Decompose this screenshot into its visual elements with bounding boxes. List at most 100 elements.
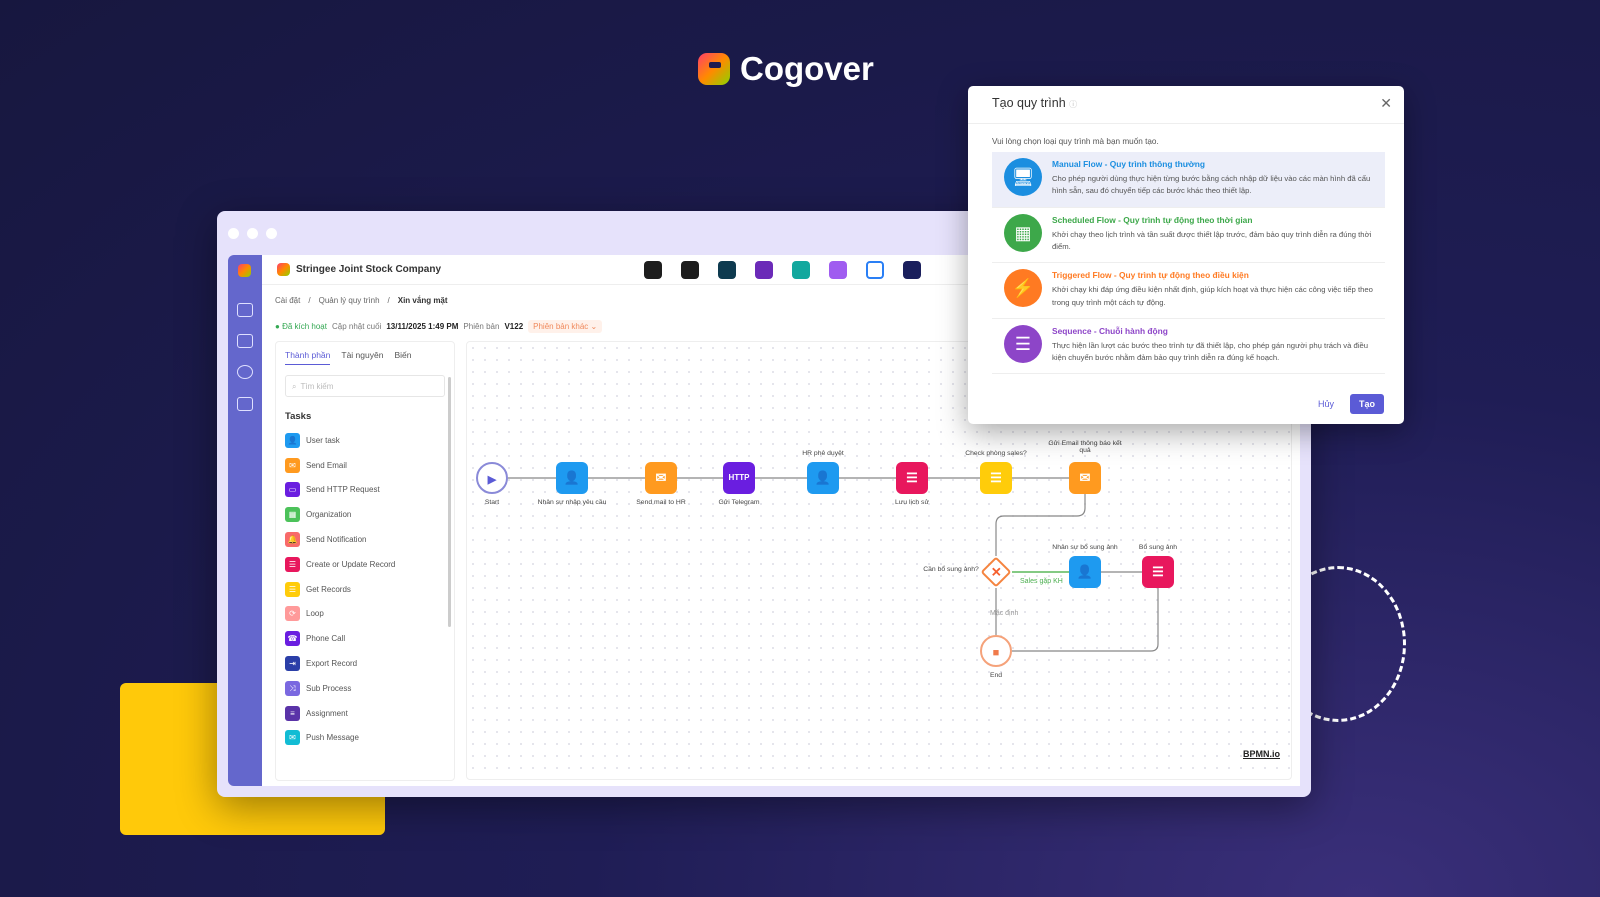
window-dot — [247, 228, 258, 239]
updated-value: 13/11/2025 1:49 PM — [386, 322, 459, 331]
flow-type-icon: ▦ — [1004, 213, 1042, 252]
flow-node-start[interactable]: ▶ — [476, 462, 508, 494]
tab-components[interactable]: Thành phần — [285, 350, 331, 365]
task-label: Create or Update Record — [306, 559, 396, 569]
bpmn-watermark[interactable]: BPMN.io — [1243, 749, 1280, 759]
task-item[interactable]: ⤨Sub Process — [276, 676, 454, 701]
task-icon: ☎ — [285, 631, 300, 647]
updated-label: Cập nhật cuối — [331, 322, 382, 331]
task-label: Loop — [306, 609, 324, 619]
table-icon[interactable] — [237, 397, 253, 411]
status-bar: ● Đã kích hoạt Cập nhật cuối 13/11/2025 … — [275, 320, 603, 333]
task-icon: ⇥ — [285, 656, 300, 672]
task-item[interactable]: ⇥ Export Record — [276, 651, 454, 676]
flow-node-label: Lưu lịch sử — [894, 499, 930, 506]
flow-node-n2[interactable]: ✉ — [645, 462, 677, 494]
flow-node-n8[interactable]: 👤 — [1069, 556, 1101, 588]
option-desc: Khởi chạy theo lịch trình và tần suất đư… — [1052, 229, 1372, 251]
flow-node-n7[interactable]: ✉ — [1069, 462, 1101, 494]
option-desc: Cho phép người dùng thực hiện từng bước … — [1052, 174, 1371, 196]
task-icon: ✉ — [285, 730, 300, 746]
modal-subtitle: Vui lòng chọn loại quy trình mà bạn muốn… — [992, 137, 1159, 146]
task-label: Export Record — [306, 659, 358, 669]
task-item[interactable]: ▭Send HTTP Request — [276, 478, 454, 503]
breadcrumb-item[interactable]: Quản lý quy trình — [318, 296, 380, 305]
task-item[interactable]: ☎ Phone Call — [276, 626, 454, 651]
task-label: User task — [306, 435, 340, 445]
option-desc: Khởi chạy khi đáp ứng điều kiện nhất địn… — [1052, 285, 1373, 307]
flow-type-option[interactable]: ⚡Triggered Flow - Quy trình tự động theo… — [992, 263, 1385, 319]
task-label: Organization — [306, 510, 352, 520]
task-item[interactable]: ✉ Send Email — [276, 453, 454, 478]
create-process-modal: Tạo quy trình ⓘ✕ Vui lòng chọn loại quy … — [968, 86, 1404, 424]
flow-node-n5[interactable]: ☰ — [896, 462, 928, 494]
panel-scrollbar[interactable] — [448, 377, 451, 627]
task-icon: ▦ — [285, 507, 300, 523]
option-title: Scheduled Flow - Quy trình tự động theo … — [1052, 214, 1253, 225]
flow-type-option[interactable]: ▦ Scheduled Flow - Quy trình tự động theo… — [992, 208, 1385, 264]
brand-name: Cogover — [740, 50, 874, 87]
flow-node-label: Gửi Email thông báo kết quả — [1048, 440, 1122, 454]
app-logo-icon — [238, 264, 251, 277]
flow-node-label: HR phê duyệt — [802, 450, 844, 457]
app-1-icon[interactable] — [644, 261, 662, 279]
cancel-button[interactable]: Hủy — [1317, 399, 1334, 409]
form-icon[interactable] — [237, 334, 253, 348]
other-version-dropdown[interactable]: Phiên bản khác ⌄ — [528, 320, 603, 333]
task-item[interactable]: 👤User task — [276, 428, 454, 453]
flow-node-label: Start — [484, 499, 500, 506]
task-label: Phone Call — [306, 634, 346, 644]
share-icon[interactable] — [237, 365, 253, 379]
app-7-icon[interactable] — [866, 261, 884, 279]
task-icon: ✉ — [285, 457, 300, 473]
decor-dashed-arc — [1270, 566, 1406, 722]
breadcrumb-current: Xin vắng mặt — [397, 296, 448, 305]
tab-resources[interactable]: Tài nguyên — [341, 350, 384, 360]
task-item[interactable]: ✉Push Message — [276, 726, 454, 751]
window-dot — [266, 228, 277, 239]
flow-type-icon: 🖥 — [1004, 158, 1042, 196]
task-label: Send HTTP Request — [306, 485, 380, 495]
breadcrumb-item[interactable]: Cài đặt — [275, 296, 301, 305]
app-3-icon[interactable] — [718, 261, 736, 279]
app-6-icon[interactable] — [829, 261, 847, 279]
app-4-icon[interactable] — [755, 261, 773, 279]
tasks-heading: Tasks — [285, 411, 312, 422]
app-8-icon[interactable] — [903, 261, 921, 279]
flow-node-n9[interactable]: ☰ — [1142, 556, 1174, 588]
app-5-icon[interactable] — [792, 261, 810, 279]
top-bar: Stringee Joint Stock Company — [262, 255, 1300, 285]
task-item[interactable]: ☰Get Records — [276, 577, 454, 602]
flow-node-n6[interactable]: ☰ — [980, 462, 1012, 494]
search-input[interactable]: ⌕Tìm kiếm — [285, 375, 445, 397]
flow-icon[interactable] — [237, 303, 253, 317]
task-icon: ☰ — [285, 556, 300, 572]
option-title: Sequence - Chuỗi hành động — [1052, 325, 1168, 336]
company-name: Stringee Joint Stock Company — [296, 264, 442, 275]
components-panel: Thành phần Tài nguyên Biến ⌕Tìm kiếm Tas… — [275, 341, 455, 781]
flow-node-n4[interactable]: 👤 — [807, 462, 839, 494]
flow-type-icon: ☰ — [1004, 324, 1042, 363]
info-icon: ⓘ — [1069, 100, 1078, 109]
task-item[interactable]: 🔔Send Notification — [276, 527, 454, 552]
create-button[interactable]: Tạo — [1349, 394, 1384, 414]
task-item[interactable]: ⟳Loop — [276, 602, 454, 627]
task-item[interactable]: ▦ Organization — [276, 502, 454, 527]
app-2-icon[interactable] — [681, 261, 699, 279]
close-icon[interactable]: ✕ — [1380, 95, 1392, 111]
task-label: Get Records — [306, 584, 351, 594]
task-item[interactable]: ☰ Create or Update Record — [276, 552, 454, 577]
task-item[interactable]: ≡Assignment — [276, 701, 454, 726]
flow-node-n1[interactable]: 👤 — [556, 462, 588, 494]
flow-node-n3[interactable]: HTTP — [723, 462, 755, 494]
flow-node-end[interactable]: ■ — [980, 635, 1012, 667]
version-value: V122 — [504, 322, 524, 331]
flow-node-label: End — [989, 672, 1003, 679]
edge-label-yes: Sales gặp KH — [1020, 578, 1063, 585]
task-icon: ⤨ — [285, 680, 300, 696]
app-switcher — [644, 261, 921, 279]
tab-variables[interactable]: Biến — [394, 350, 412, 360]
task-label: Send Email — [306, 460, 347, 470]
